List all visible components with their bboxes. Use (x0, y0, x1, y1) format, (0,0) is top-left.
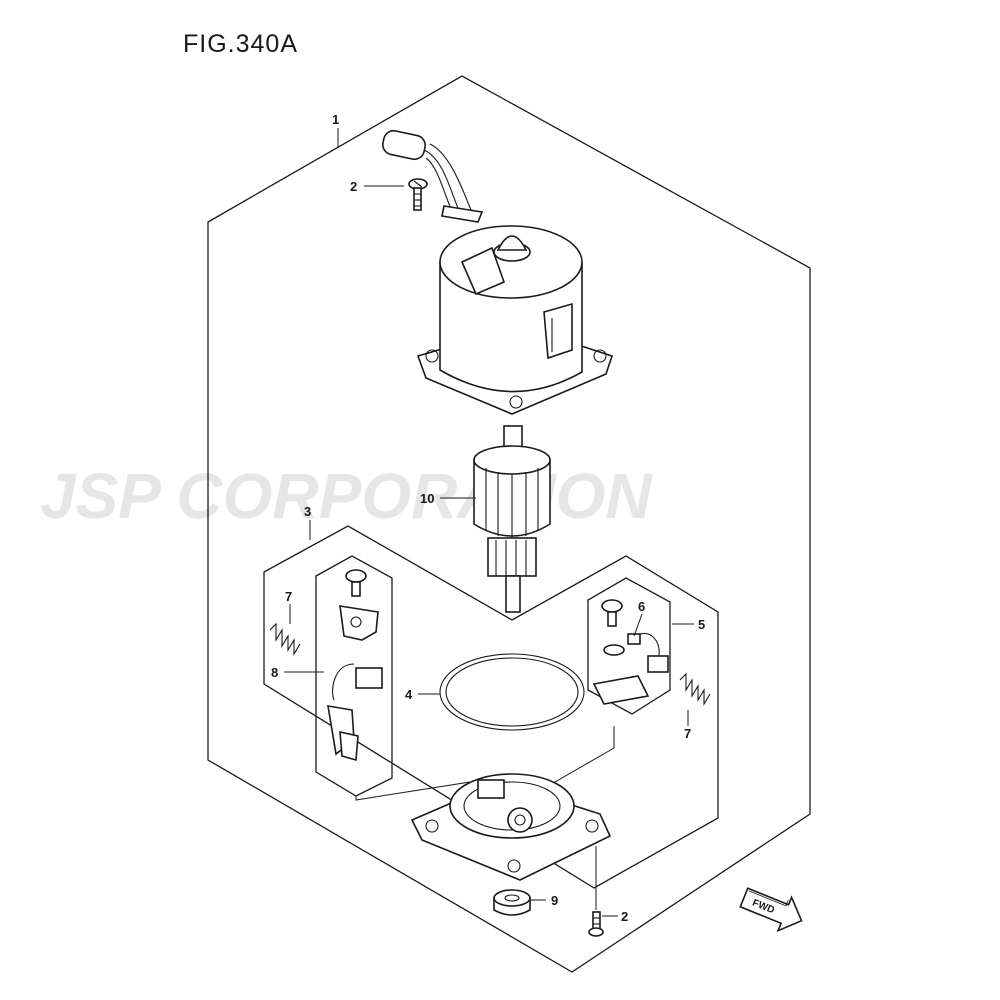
end-cap (410, 773, 612, 881)
callout-2-top: 2 (350, 179, 357, 194)
brush-assembly-right (592, 599, 711, 706)
callout-3: 3 (304, 504, 311, 519)
callout-7-right: 7 (684, 726, 691, 741)
brush-assembly-left (269, 569, 383, 762)
o-ring (439, 653, 585, 731)
connector-right (547, 726, 615, 787)
brush-frame-left (315, 555, 393, 797)
grommet (493, 889, 531, 916)
fwd-direction-arrow: FWD (739, 887, 803, 933)
assembly-frame-inner (263, 525, 719, 889)
connector-left (355, 781, 471, 801)
callout-8: 8 (271, 665, 278, 680)
callout-1: 1 (332, 112, 339, 127)
callout-10: 10 (420, 491, 434, 506)
brush-frame-right (587, 577, 671, 715)
callouts: 1 2 10 3 7 8 4 6 5 7 9 2 (271, 112, 705, 924)
callout-4: 4 (405, 687, 413, 702)
callout-7-left: 7 (285, 589, 292, 604)
callout-5: 5 (698, 617, 705, 632)
callout-2-bottom: 2 (621, 909, 628, 924)
assembly-frame-outer (207, 75, 811, 973)
leader-lines (284, 128, 694, 917)
figure-title: FIG.340A (183, 30, 298, 58)
callout-9: 9 (551, 893, 558, 908)
callout-6: 6 (638, 599, 645, 614)
armature (473, 425, 551, 613)
motor-housing (382, 129, 614, 415)
screw-bottom (588, 911, 604, 937)
watermark: JSP CORPORATION (40, 460, 653, 532)
watermark-text: JSP CORPORATION (40, 460, 653, 532)
